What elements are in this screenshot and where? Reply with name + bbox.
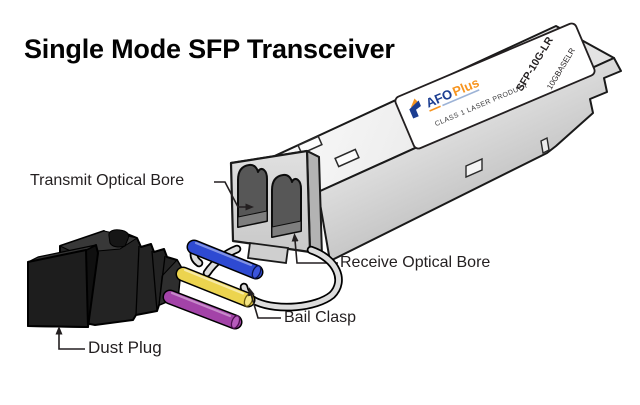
dust-plug: [27, 229, 182, 328]
bail-clasp-rod-yellow: [175, 266, 256, 308]
side-vent-hole: [465, 157, 483, 179]
callout-transmit-optical-bore: Transmit Optical Bore: [30, 172, 185, 189]
transmit-bore-leader: [214, 181, 254, 211]
receive-optical-bore: [271, 173, 302, 238]
leader-lines-back: [214, 181, 338, 264]
callout-dust-plug: Dust Plug: [88, 338, 162, 357]
diagram-title: Single Mode SFP Transceiver: [24, 34, 395, 64]
locking-tab: [540, 136, 550, 155]
sticker-tagline-bar: [442, 89, 480, 107]
product-sticker: AFO Plus CLASS 1 LASER PRODUCT SFP-10G-L…: [394, 22, 596, 150]
callout-bail-clasp: Bail Clasp: [284, 309, 357, 326]
front-cap-foot: [246, 241, 290, 265]
transmit-optical-bore: [237, 163, 268, 228]
bail-clasp-rod-purple: [162, 289, 243, 330]
dust-plug-leader: [55, 326, 85, 350]
receive-bore-leader: [291, 233, 338, 264]
bail-clasp-rod-blue: [186, 239, 264, 280]
leader-lines-front: [55, 287, 281, 350]
callout-receive-optical-bore: Receive Optical Bore: [340, 254, 491, 271]
top-vent-hole: [334, 148, 360, 168]
afoplus-logo-icon: [409, 98, 421, 119]
bail-clasp-leader: [248, 287, 281, 319]
sticker-tagline-bar: [429, 105, 441, 112]
sfp-side-face: [317, 57, 622, 262]
dust-plug-notch: [108, 229, 130, 248]
